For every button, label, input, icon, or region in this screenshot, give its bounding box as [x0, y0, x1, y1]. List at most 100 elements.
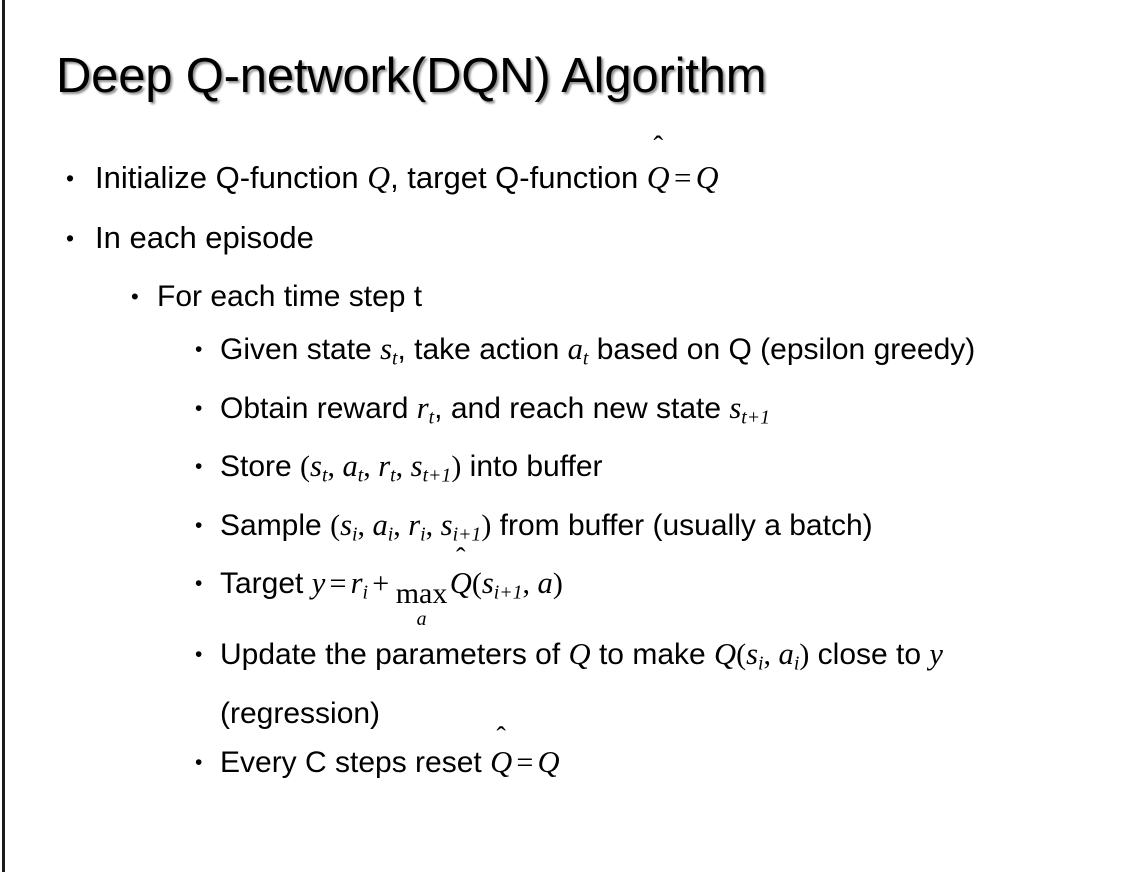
math-var-y: y — [311, 566, 326, 601]
text-run: from buffer (usually a batch) — [491, 508, 873, 542]
text-run: , take action — [397, 333, 568, 366]
math-var-a: a — [567, 332, 583, 366]
text-run: based on Q (epsilon greedy) — [588, 333, 976, 366]
math-var-r: r — [378, 449, 391, 484]
math-var: Q — [490, 744, 513, 779]
math-var-a: a — [537, 566, 553, 601]
math-sub-t: t — [428, 406, 435, 429]
text-run: into buffer — [461, 450, 603, 484]
bullet-store-transition-text: Store (st, at, rt, st+1) into buffer — [220, 442, 603, 501]
math-sub-i: i — [758, 652, 764, 675]
math-var-r: r — [416, 390, 429, 425]
bullet-obtain-reward: • Obtain reward rt, and reach new state … — [0, 384, 1124, 443]
slide-body: • Initialize Q-function Q, target Q-func… — [0, 148, 1124, 787]
math-sub-i-plus-1: i+1 — [452, 523, 482, 546]
math-equals: = — [516, 745, 534, 779]
bullet-glyph: • — [195, 455, 203, 479]
math-var-s: s — [481, 566, 494, 601]
math-sub-i: i — [387, 523, 394, 546]
bullet-update-parameters-text: Update the parameters of Q to make Q(si,… — [220, 630, 1100, 738]
text-run: Initialize Q-function — [95, 160, 368, 195]
text-run: Given state — [220, 333, 381, 366]
text-run: , and reach new state — [434, 391, 730, 425]
math-comma: , — [393, 508, 409, 542]
math-var-q: Q — [367, 160, 391, 195]
math-plus: + — [372, 567, 390, 601]
math-var-s: s — [340, 507, 352, 542]
max-limit-var: a — [416, 608, 427, 631]
bullet-glyph: • — [131, 284, 139, 309]
math-var-a: a — [372, 507, 388, 542]
math-var-q-rhs: Q — [695, 160, 719, 195]
math-comma: , — [425, 508, 441, 542]
math-var: Q — [646, 160, 670, 195]
bullet-target-equation: • Target y=ri+maxâQ(si+1, a) — [0, 559, 1124, 630]
bullet-target-equation-text: Target y=ri+maxâQ(si+1, a) — [220, 559, 563, 630]
math-var-q: Q — [568, 637, 591, 672]
math-sub-t: t — [390, 464, 396, 487]
bullet-glyph: • — [195, 396, 203, 420]
math-var-s: s — [310, 449, 322, 484]
math-sub-i: i — [420, 523, 426, 546]
math-sub-t-plus-1: t+1 — [741, 406, 771, 429]
math-comma: , — [395, 450, 411, 484]
text-run: Update the parameters of — [220, 638, 569, 672]
math-var-r: r — [350, 566, 363, 601]
bullet-glyph: • — [66, 165, 75, 191]
bullet-glyph: • — [195, 338, 203, 361]
math-comma: , — [522, 567, 538, 601]
math-sub-t: t — [582, 347, 589, 370]
text-run: , target Q-function — [390, 160, 647, 195]
math-paren-close: ) — [799, 638, 810, 672]
math-paren-close: ) — [451, 450, 462, 484]
math-comma: , — [357, 508, 373, 542]
math-sub-t: t — [321, 464, 328, 487]
math-paren-open: ( — [330, 508, 341, 542]
math-var-y: y — [929, 637, 943, 672]
math-q-hat: ̂Q — [450, 559, 472, 608]
math-comma: , — [327, 450, 343, 484]
math-sub-i: i — [351, 523, 358, 546]
bullet-update-parameters: • Update the parameters of Q to make Q(s… — [0, 630, 1124, 738]
bullet-glyph: • — [66, 225, 75, 251]
slide-edge-strip — [2, 0, 5, 872]
text-run: (regression) — [220, 696, 381, 730]
bullet-glyph: • — [195, 572, 203, 596]
text-run: to make — [590, 638, 715, 672]
math-var-s-next: s — [440, 507, 453, 542]
math-sub-t-plus-1: t+1 — [422, 464, 452, 487]
text-run: Every C steps reset — [220, 745, 491, 779]
math-sub-i-plus-1: i+1 — [493, 581, 523, 604]
bullet-in-each-episode-text: In each episode — [95, 220, 314, 255]
text-run: close to — [809, 638, 930, 672]
math-paren-open: ( — [471, 567, 482, 601]
bullet-for-each-time-step: • For each time step t — [0, 268, 1124, 325]
math-var-s-next: s — [410, 449, 423, 484]
bullet-glyph: • — [195, 643, 203, 667]
math-var-q-rhs: Q — [537, 744, 560, 779]
math-var-s: s — [729, 390, 742, 425]
math-paren-close: ) — [481, 508, 492, 542]
bullet-initialize-q-text: Initialize Q-function Q, target Q-functi… — [95, 148, 719, 208]
math-var-r: r — [408, 507, 421, 542]
math-comma: , — [763, 638, 779, 672]
bullet-reset-target-network-text: Every C steps reset ̂Q=Q — [220, 738, 560, 787]
bullet-reset-target-network: • Every C steps reset ̂Q=Q — [0, 738, 1124, 787]
math-sub-i: i — [793, 652, 800, 675]
slide-title: Deep Q-network(DQN) Algorithm — [56, 49, 767, 103]
math-q-hat: ̂Q — [647, 148, 670, 208]
text-run: Store — [220, 450, 301, 484]
bullet-in-each-episode: • In each episode — [0, 208, 1124, 268]
math-sub-t: t — [357, 464, 364, 487]
bullet-for-each-time-step-text: For each time step t — [157, 280, 423, 313]
text-run: Obtain reward — [220, 391, 417, 425]
bullet-given-state-text: Given state st, take action at based on … — [220, 325, 975, 384]
math-paren-open: ( — [300, 450, 311, 484]
bullet-given-state: • Given state st, take action at based o… — [0, 325, 1124, 384]
math-paren-close: ) — [552, 567, 563, 601]
math-var-s: s — [746, 637, 759, 672]
bullet-initialize-q: • Initialize Q-function Q, target Q-func… — [0, 148, 1124, 208]
math-var-s: s — [380, 332, 392, 366]
math-sub-t: t — [391, 347, 398, 370]
